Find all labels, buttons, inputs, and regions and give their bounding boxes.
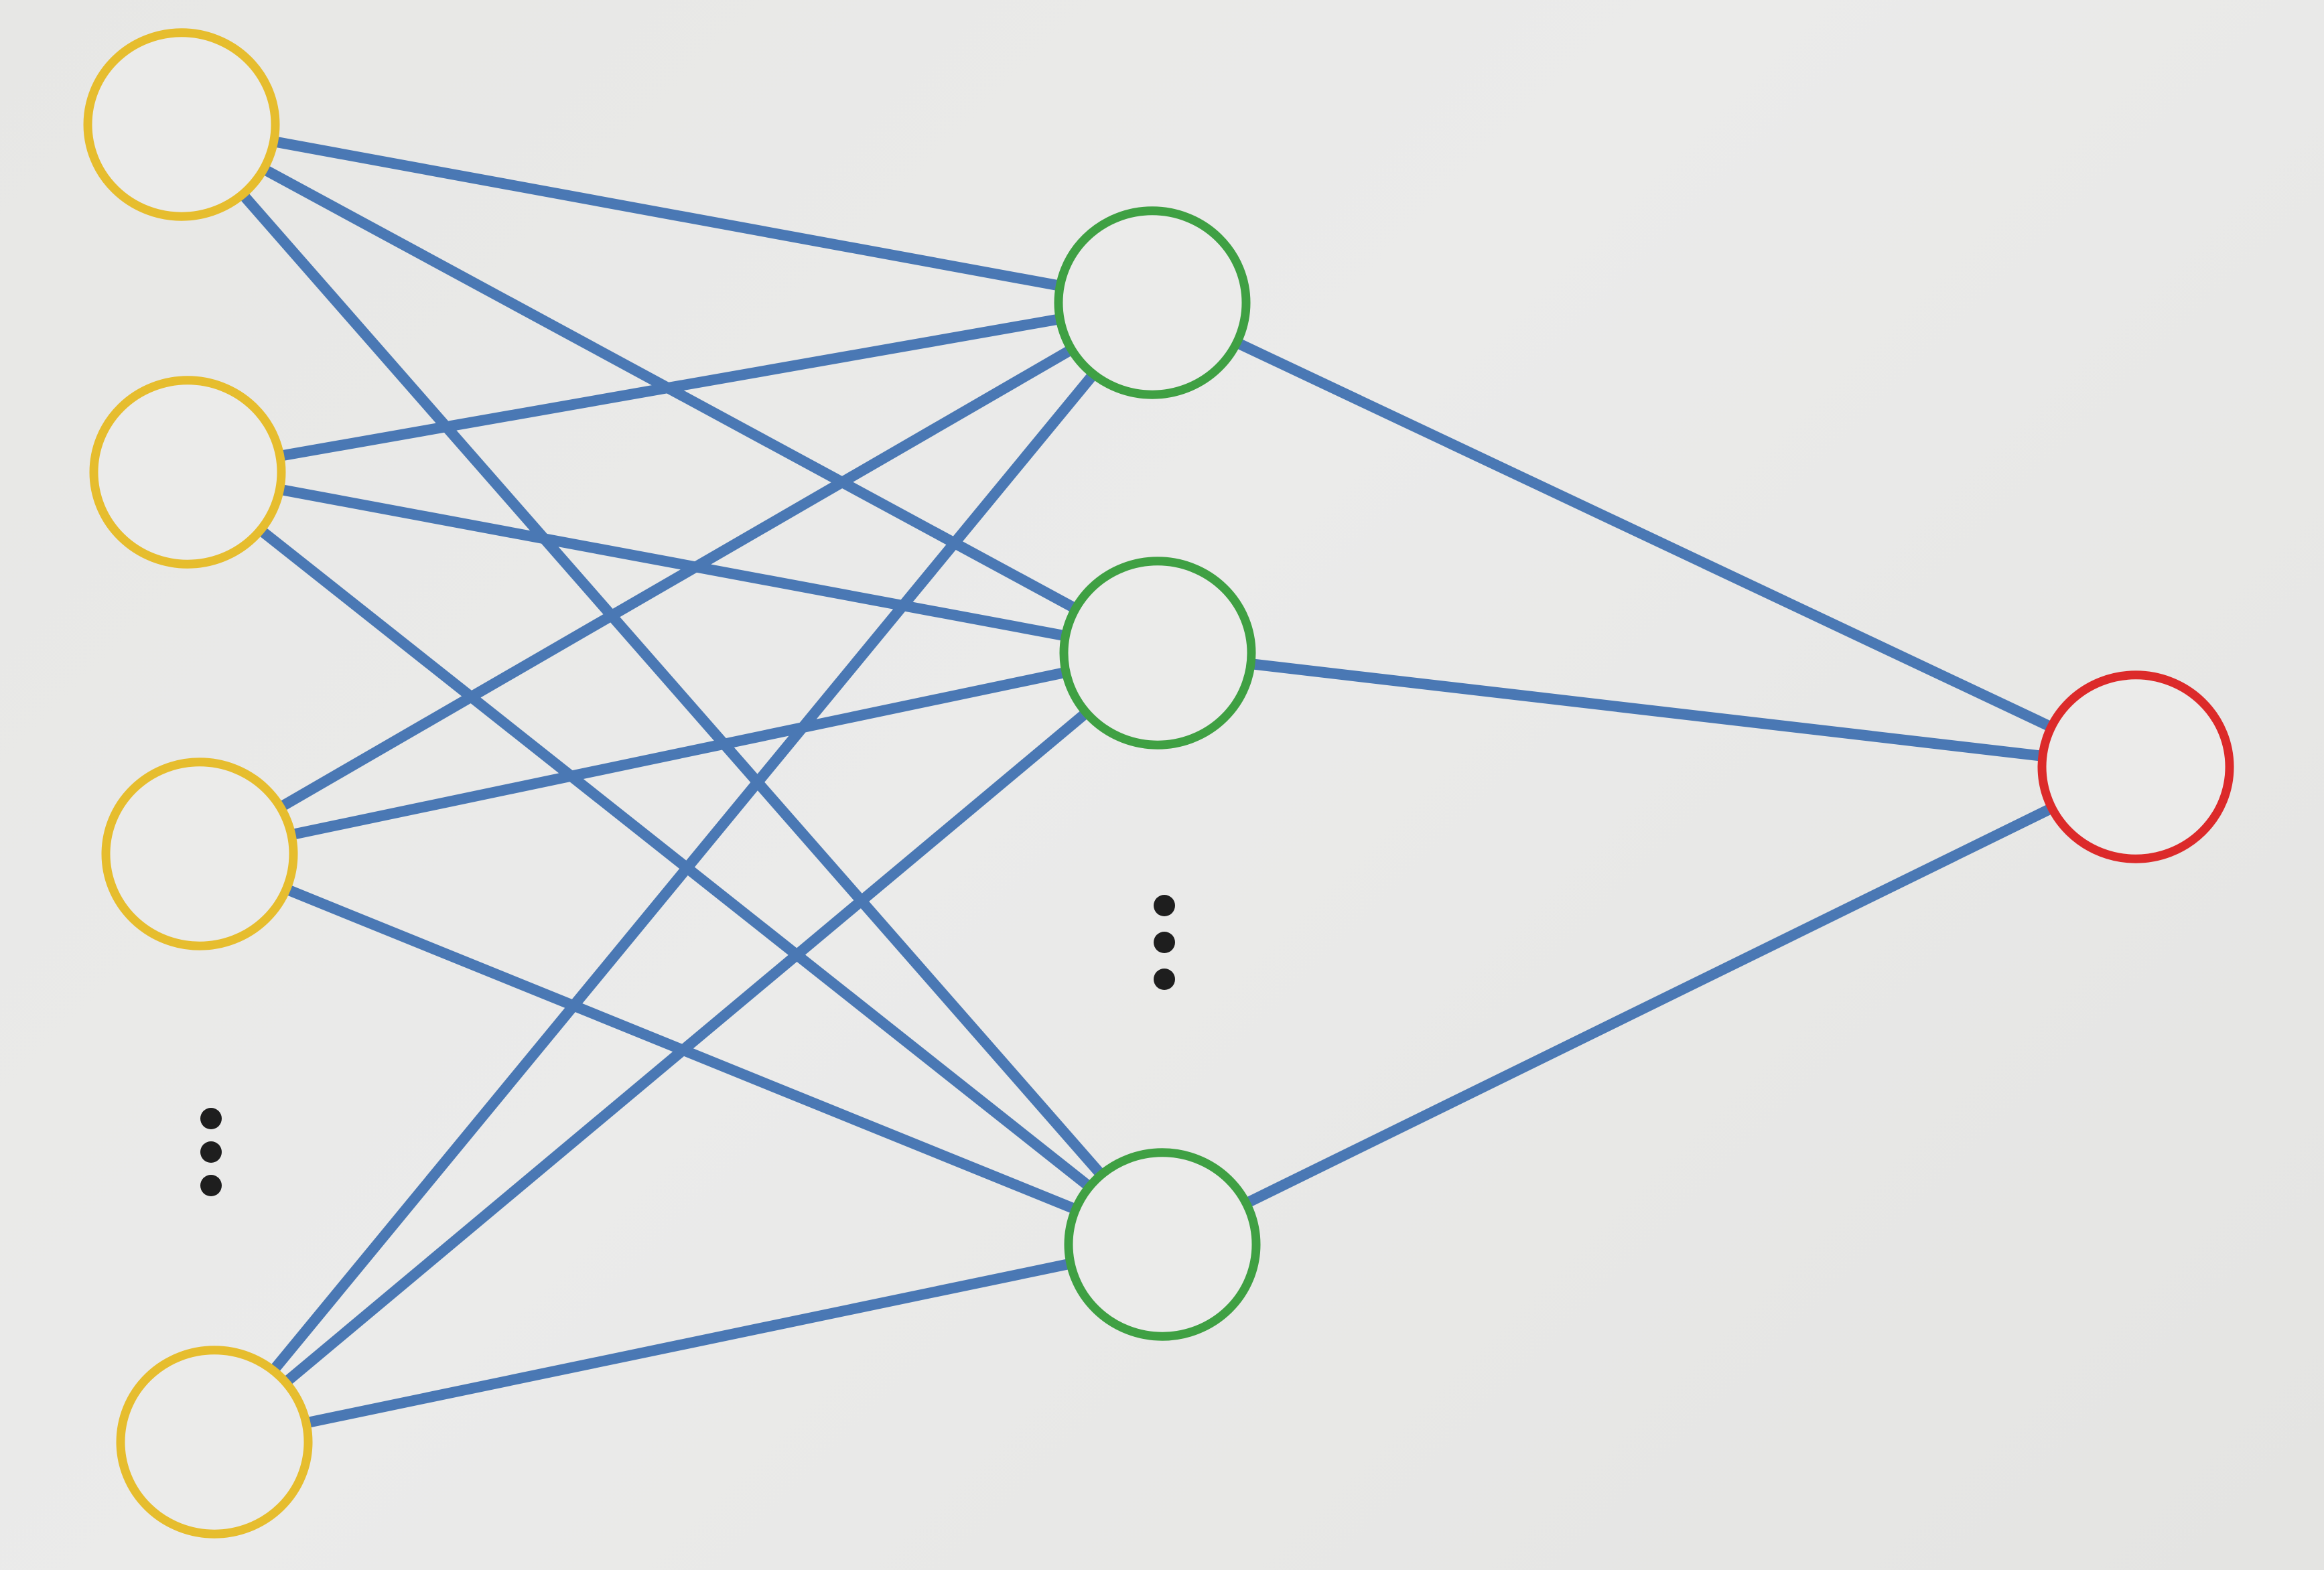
hidden-ellipsis-dot-1 [1154, 895, 1175, 916]
hidden-ellipsis-dot-3 [1154, 969, 1175, 990]
edge-input-2-to-hidden-2 [182, 467, 1163, 658]
edge-input-4-to-hidden-1 [209, 297, 1158, 1447]
edge-input-4-to-hidden-3 [209, 1239, 1168, 1447]
input-node-4 [116, 1346, 313, 1539]
input-node-1 [83, 28, 280, 221]
hidden-node-3 [1064, 1148, 1261, 1341]
edge-input-3-to-hidden-2 [194, 648, 1163, 859]
hidden-node-1 [1054, 206, 1251, 399]
edge-hidden-3-to-output-1 [1157, 762, 2141, 1250]
ellipsis-markers [200, 895, 1175, 1196]
edge-input-1-to-hidden-3 [176, 119, 1168, 1250]
input-node-3 [101, 758, 298, 950]
edge-input-2-to-hidden-3 [182, 467, 1168, 1250]
hidden-ellipsis-dot-2 [1154, 932, 1175, 953]
network-nodes [83, 28, 2234, 1539]
edge-hidden-2-to-output-1 [1152, 648, 2141, 772]
input-ellipsis-dot-1 [200, 1108, 222, 1129]
edge-hidden-1-to-output-1 [1147, 297, 2141, 772]
connection-edges [176, 119, 2141, 1447]
hidden-node-2 [1059, 557, 1256, 750]
edge-input-4-to-hidden-2 [209, 648, 1163, 1447]
input-ellipsis-dot-3 [200, 1175, 222, 1196]
input-node-2 [89, 376, 286, 569]
output-node-1 [2037, 670, 2234, 863]
edge-input-2-to-hidden-1 [182, 297, 1158, 478]
edge-input-3-to-hidden-1 [194, 297, 1158, 859]
edge-input-1-to-hidden-1 [176, 119, 1158, 308]
input-ellipsis-dot-2 [200, 1141, 222, 1163]
